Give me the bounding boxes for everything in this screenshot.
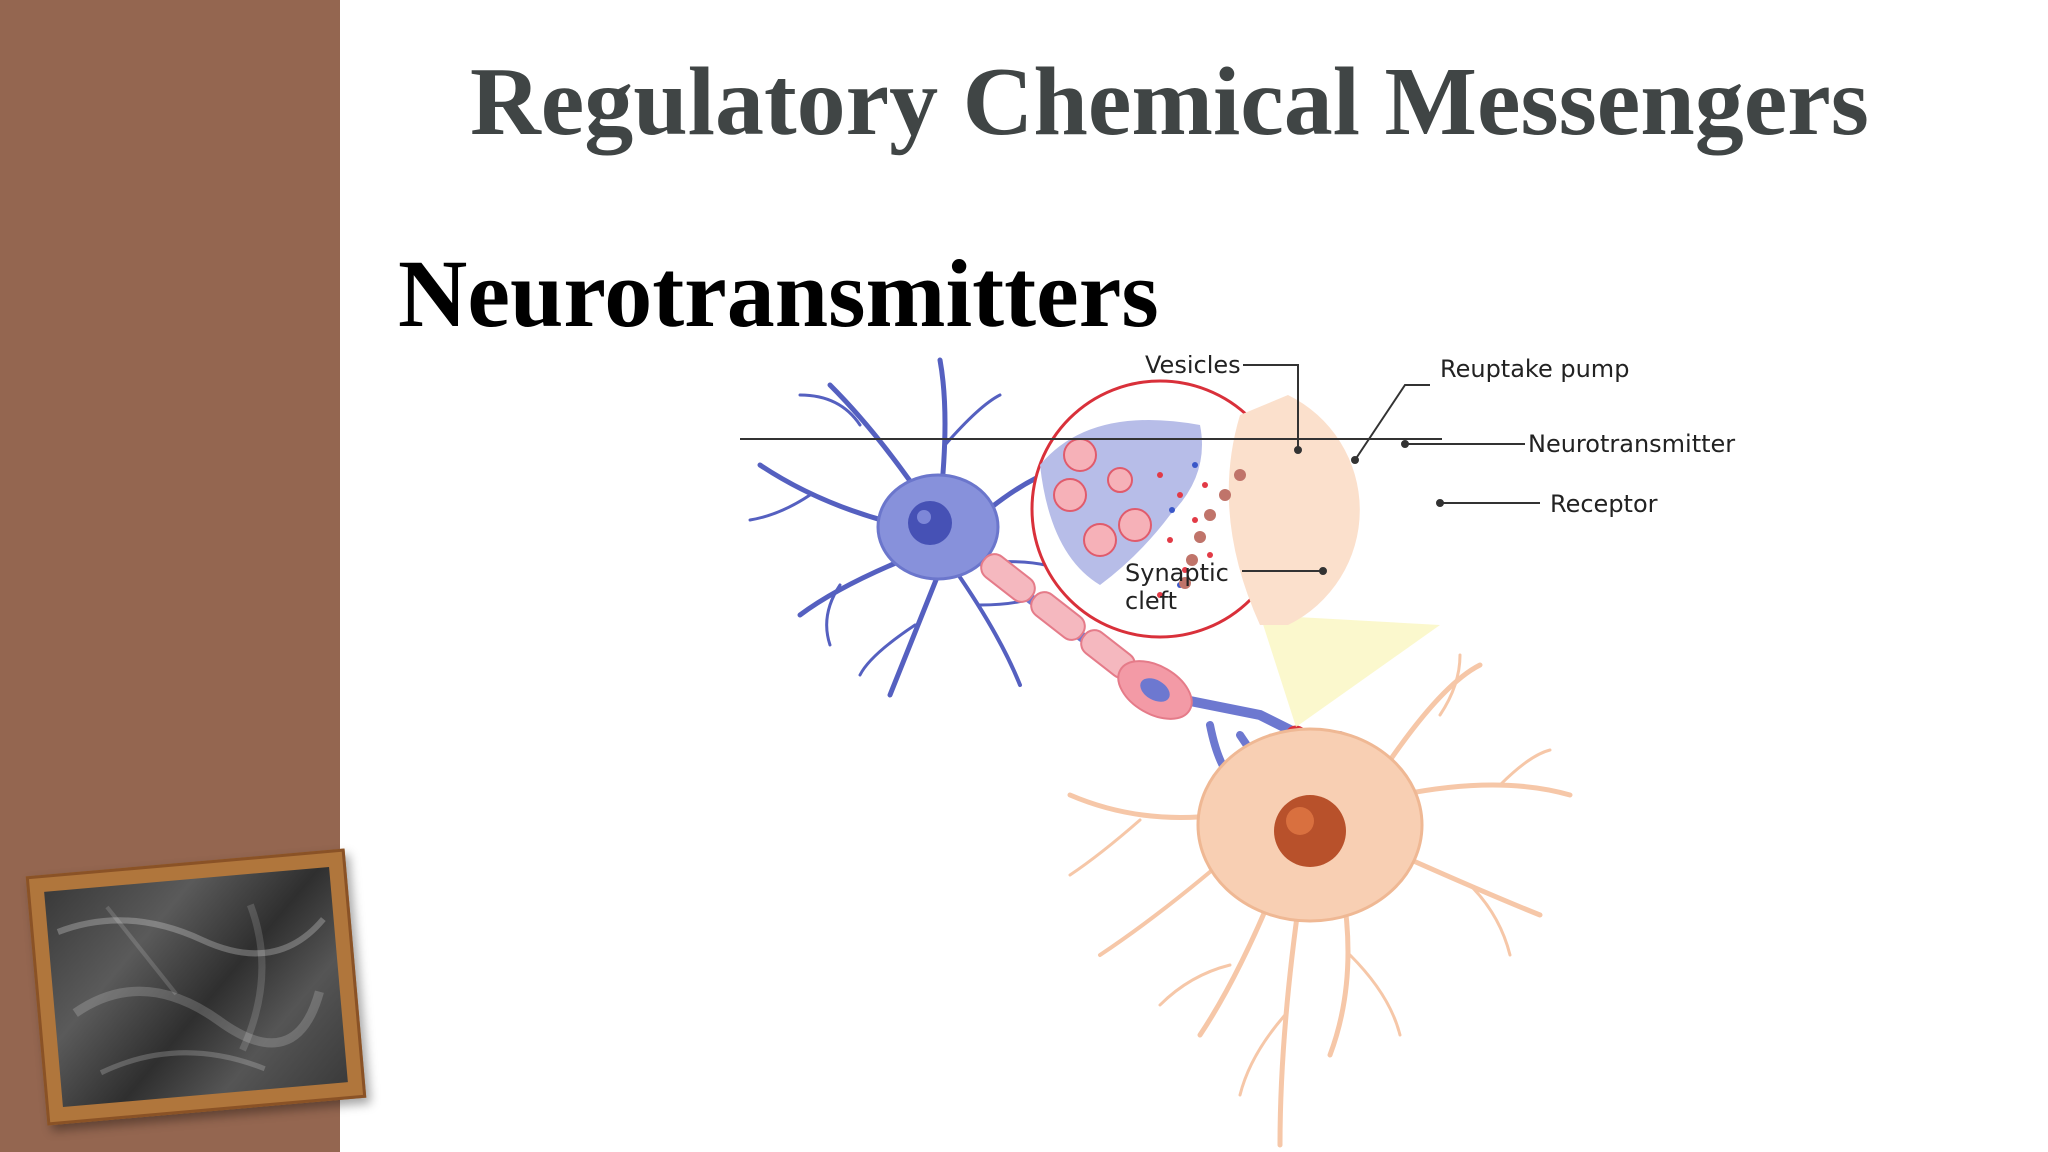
synapse-zoom-view [1030, 379, 1360, 639]
label-synaptic-cleft-line2: cleft [1125, 587, 1177, 615]
label-synaptic-cleft-line1: Synaptic [1125, 559, 1229, 587]
neuron-synapse-diagram: Vesicles Reuptake pump Neurotransmitter … [740, 355, 1735, 1148]
slide-subtitle: Neurotransmitters [398, 240, 1159, 347]
slide-title: Regulatory Chemical Messengers [470, 48, 1869, 156]
zoom-cone [1260, 615, 1440, 727]
presynaptic-nucleus [908, 501, 952, 545]
label-receptor: Receptor [1550, 490, 1658, 518]
chalkboard-slate [44, 866, 348, 1108]
label-reuptake-pump: Reuptake pump [1440, 355, 1629, 383]
postsynaptic-nucleus [1274, 795, 1346, 867]
chalkboard-image [25, 848, 367, 1126]
label-neurotransmitter: Neurotransmitter [1528, 430, 1735, 458]
label-vesicles: Vesicles [1145, 355, 1241, 379]
